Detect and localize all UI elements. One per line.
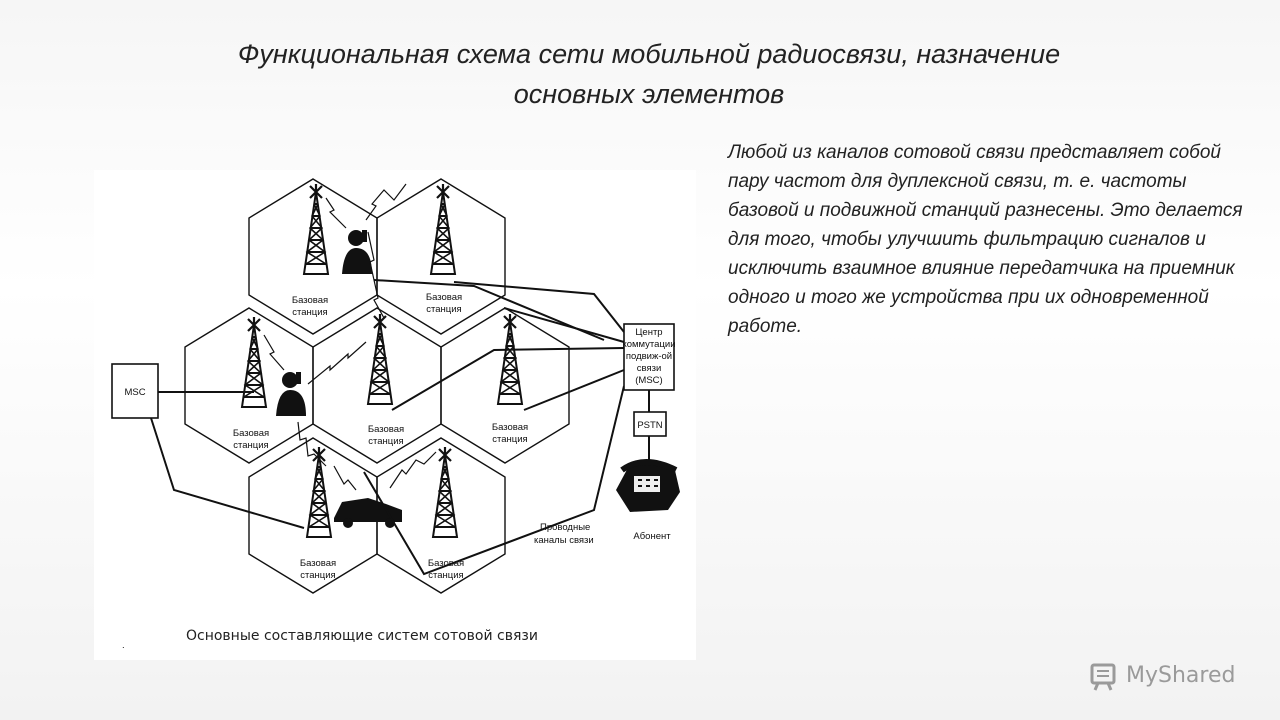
tower-icon — [302, 182, 330, 276]
base-station-label: Базовая — [426, 292, 462, 303]
base-station-label: Базовая — [233, 428, 269, 439]
wired-lines — [150, 279, 650, 576]
tower-icon — [305, 445, 333, 539]
base-station-label: станция — [233, 440, 268, 451]
cell-2 — [376, 178, 506, 335]
tower-icon — [431, 445, 459, 539]
wired-label-line-1: Проводные — [540, 522, 590, 533]
base-station-label: Базовая — [368, 424, 404, 435]
wired-label-line-2: каналы связи — [534, 535, 594, 546]
center-line-4: связи — [637, 363, 662, 374]
telephone-icon — [616, 459, 680, 512]
msc-label: MSC — [124, 387, 145, 398]
msc-box: MSC — [111, 363, 159, 419]
center-line-1: Центр — [635, 327, 662, 338]
cellular-network-diagram: MSC Центр коммутации подвиж-ой связи (MS… — [94, 170, 696, 660]
base-station-label: станция — [368, 436, 403, 447]
base-station-label: станция — [426, 304, 461, 315]
base-station-label: станция — [292, 307, 327, 318]
pstn-label: PSTN — [637, 420, 662, 431]
base-station-label: станция — [300, 570, 335, 581]
tower-icon — [240, 315, 268, 409]
base-station-label: Базовая — [492, 422, 528, 433]
tower-icon — [496, 312, 524, 406]
diagram-caption: Основные составляющие систем сотовой свя… — [186, 628, 538, 644]
switching-center-box: Центр коммутации подвиж-ой связи (MSC) — [622, 323, 676, 391]
cell-7 — [376, 437, 506, 594]
subscriber-label: Абонент — [633, 531, 671, 542]
title-line-1: Функциональная схема сети мобильной ради… — [237, 39, 1061, 69]
tower-icon — [366, 312, 394, 406]
car-icon — [334, 498, 402, 528]
myshared-logo-icon — [1090, 663, 1116, 691]
tower-icon — [429, 182, 457, 276]
center-line-2: коммутации — [622, 339, 675, 350]
base-station-labels: Базовая станция Базовая станция Базовая … — [233, 292, 528, 581]
base-station-label: Базовая — [300, 558, 336, 569]
tower-icons — [240, 182, 524, 539]
slide-body-text: Любой из каналов сотовой связи представл… — [728, 142, 1243, 337]
base-station-label: станция — [428, 570, 463, 581]
myshared-logo-text: MyShared — [1126, 662, 1236, 688]
title-line-2: основных элементов — [513, 79, 785, 109]
center-line-5: (MSC) — [635, 375, 662, 386]
mobile-user-icon — [342, 230, 372, 274]
mobile-user-icon — [276, 372, 306, 416]
cell-5 — [440, 307, 570, 464]
slide-title: Функциональная схема сети мобильной ради… — [0, 34, 1280, 114]
pstn-box: PSTN — [633, 411, 667, 437]
diagram-svg: MSC Центр коммутации подвиж-ой связи (MS… — [111, 178, 680, 651]
base-station-label: Базовая — [292, 295, 328, 306]
base-station-label: Базовая — [428, 558, 464, 569]
stray-mark: . — [122, 640, 125, 651]
center-line-3: подвиж-ой — [626, 351, 672, 362]
radio-links — [263, 183, 437, 491]
myshared-logo: MyShared — [1088, 657, 1235, 693]
cell-grid — [184, 178, 570, 594]
base-station-label: станция — [492, 434, 527, 445]
